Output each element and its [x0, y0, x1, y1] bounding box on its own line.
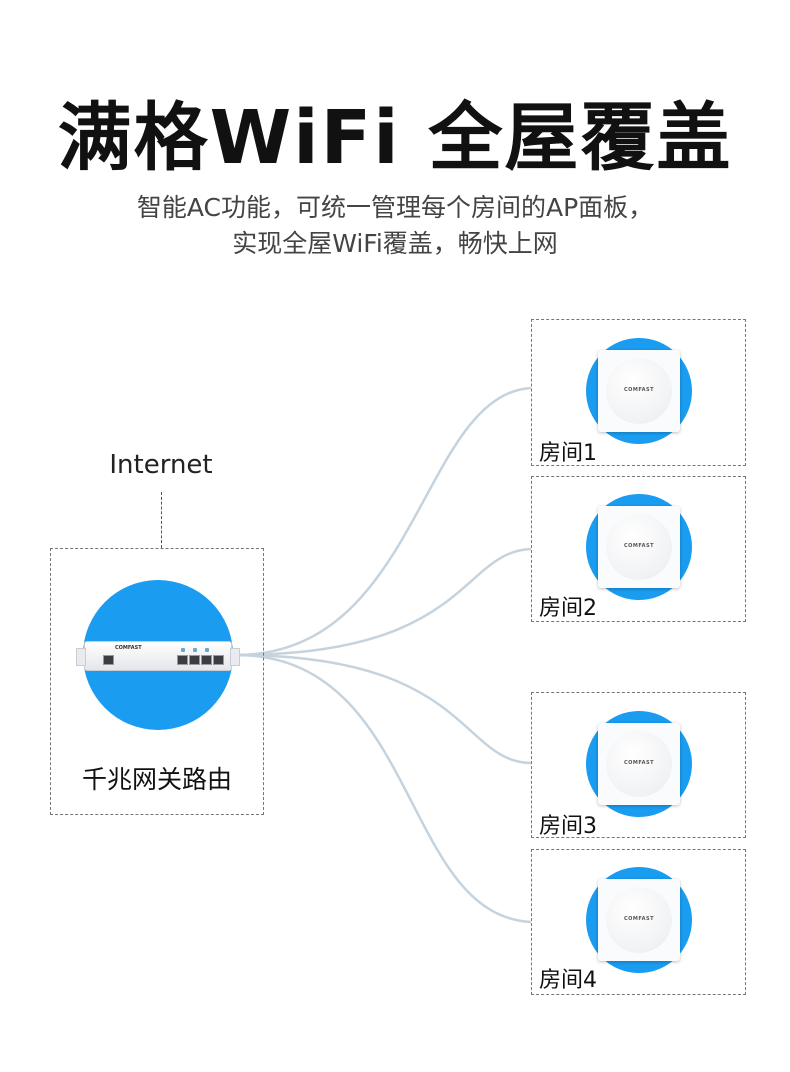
room-label-3: 房间3 — [539, 814, 597, 839]
router-box — [50, 548, 264, 815]
ceiling-ap-panel-icon: COMFAST — [598, 350, 680, 432]
page-title: 满格WiFi 全屋覆盖 — [57, 95, 733, 181]
link-room-4 — [235, 653, 532, 924]
room-label-2: 房间2 — [539, 596, 597, 621]
room-label-4: 房间4 — [539, 968, 597, 993]
ceiling-ap-panel-icon: COMFAST — [598, 723, 680, 805]
link-room-3 — [235, 653, 532, 765]
gateway-router-icon: COMFAST — [76, 641, 240, 671]
internet-label: Internet — [109, 450, 213, 480]
router-label: 千兆网关路由 — [81, 765, 232, 794]
link-room-2 — [235, 547, 532, 657]
room-label-1: 房间1 — [539, 441, 597, 466]
link-room-1 — [235, 386, 532, 657]
room-box-2 — [531, 476, 746, 622]
subtitle-line-1: 智能AC功能，可统一管理每个房间的AP面板， — [136, 193, 654, 222]
ceiling-ap-panel-icon: COMFAST — [598, 879, 680, 961]
ceiling-ap-panel-icon: COMFAST — [598, 506, 680, 588]
subtitle-line-2: 实现全屋WiFi覆盖，畅快上网 — [232, 229, 558, 258]
room-box-4 — [531, 849, 746, 995]
internet-dashed-link — [161, 492, 162, 548]
room-box-3 — [531, 692, 746, 838]
room-box-1 — [531, 319, 746, 466]
